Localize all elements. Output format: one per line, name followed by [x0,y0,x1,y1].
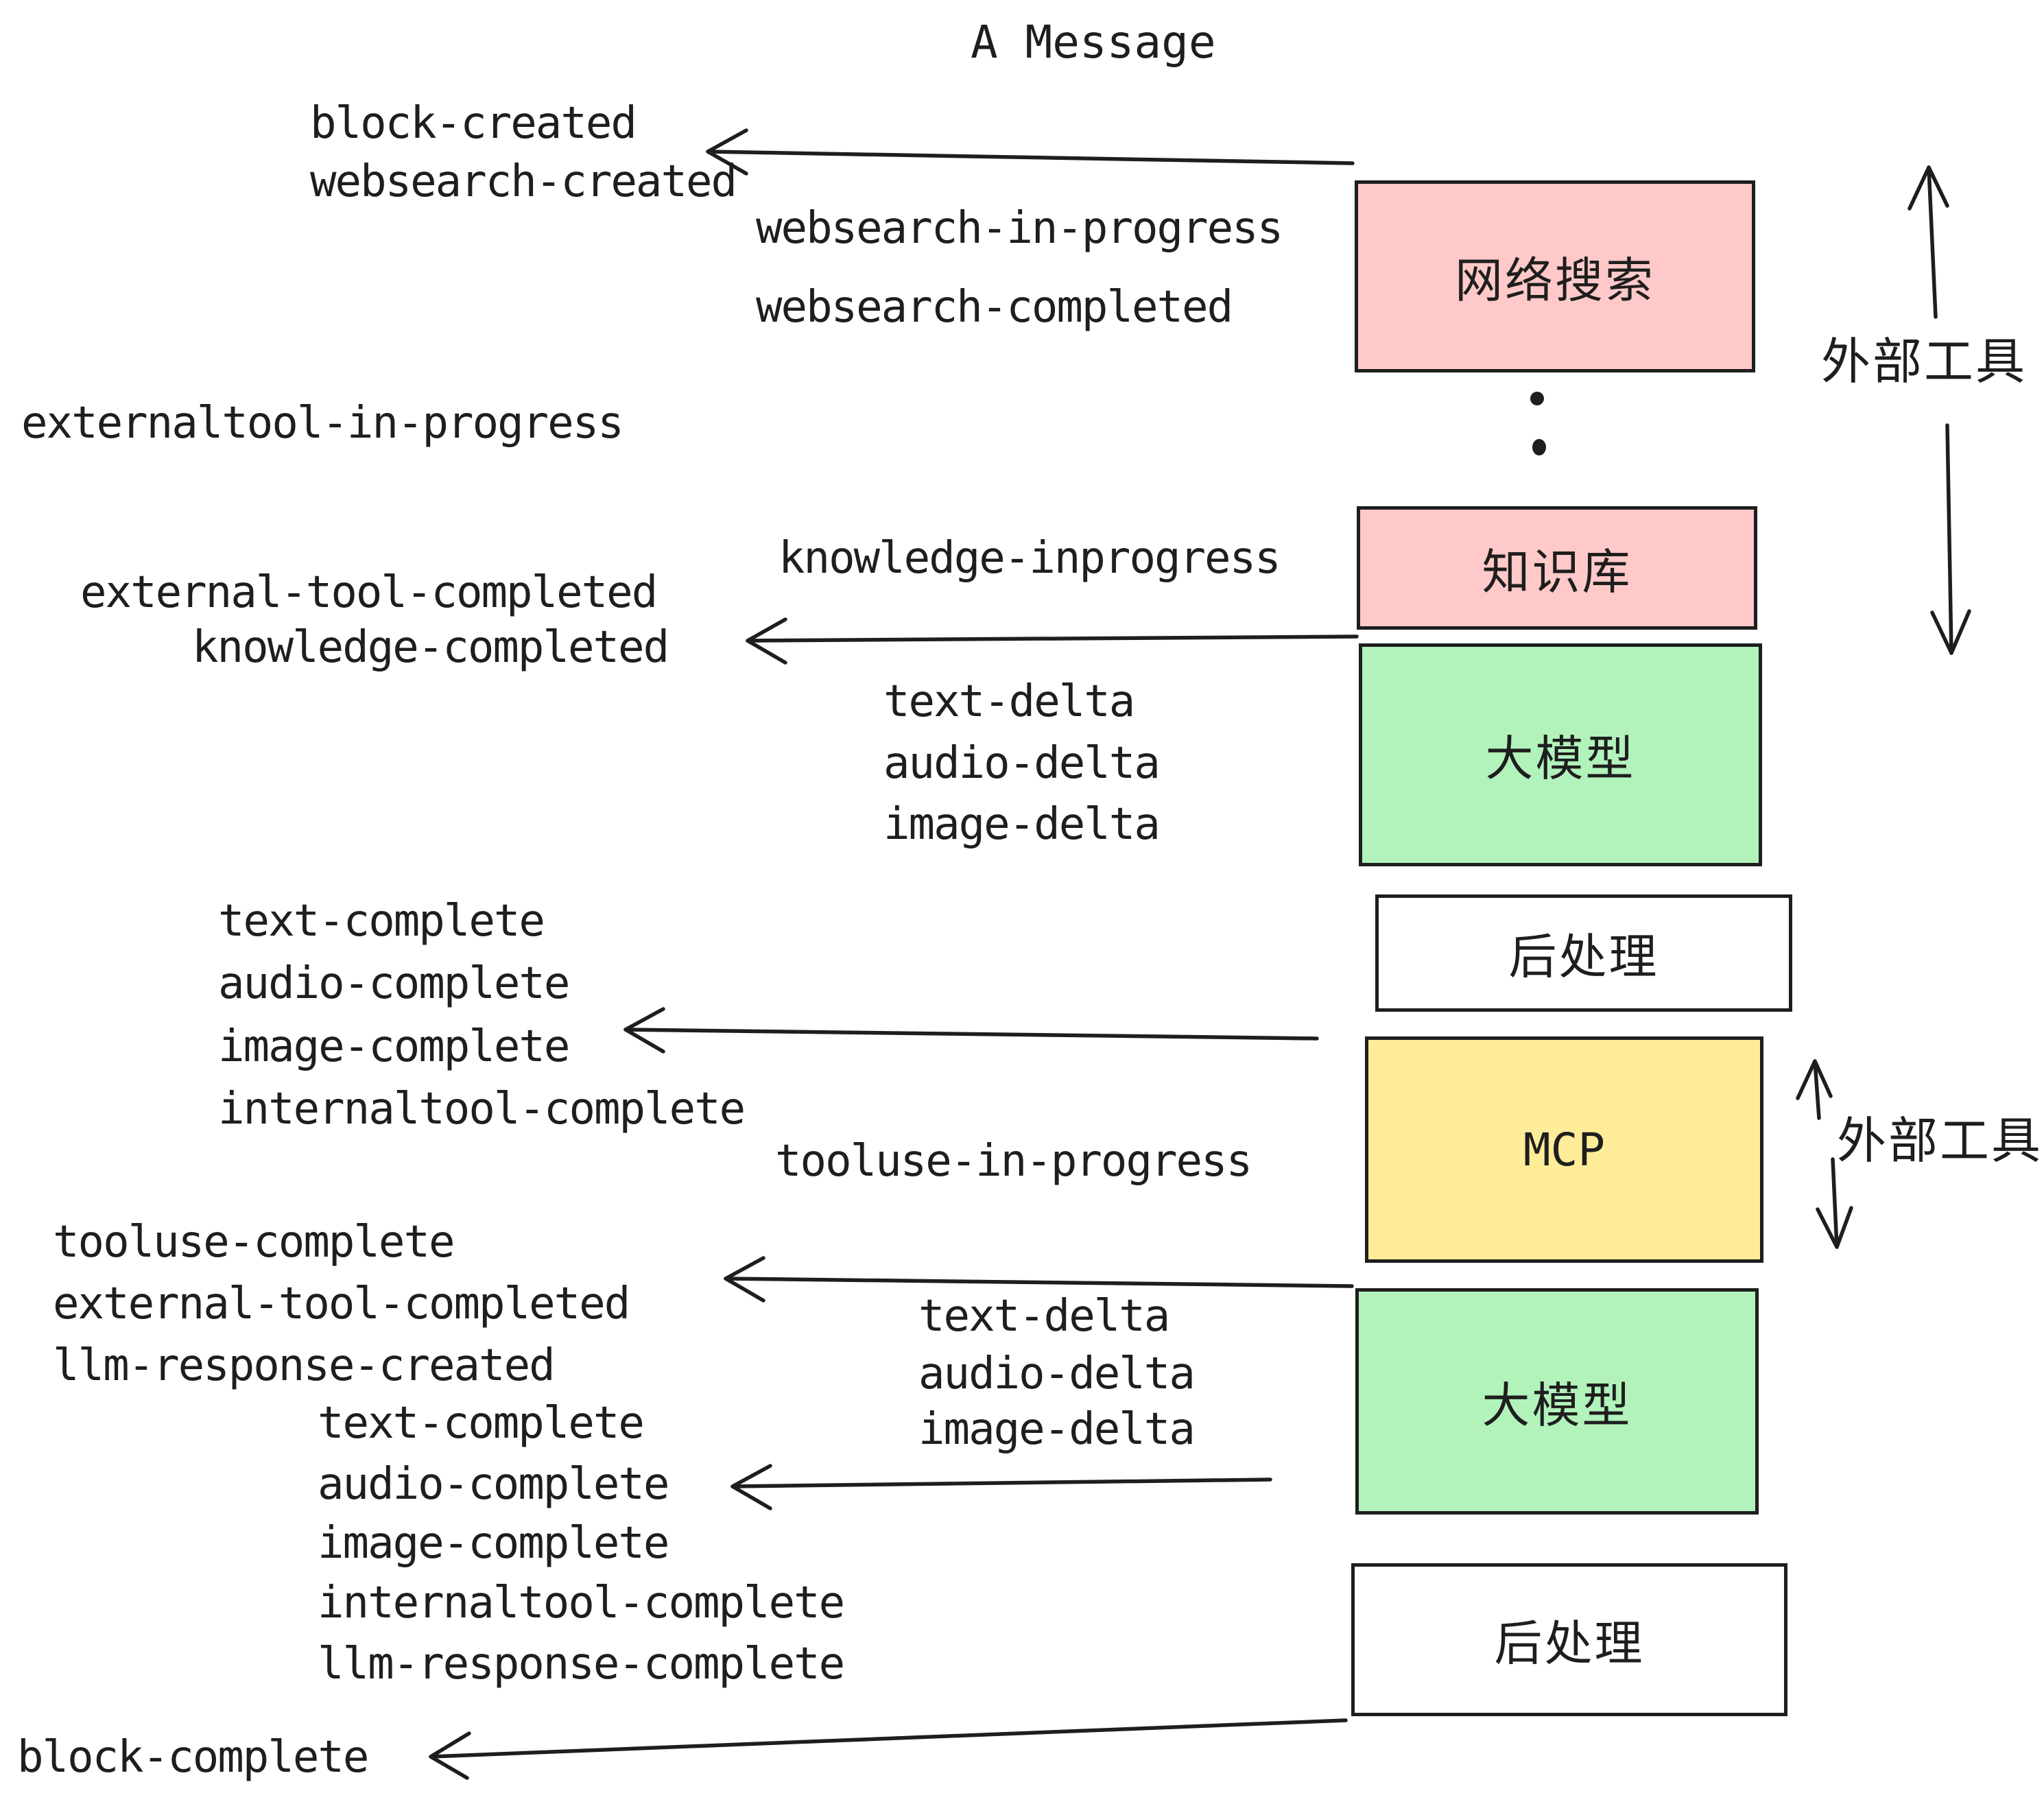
up-arrow-icon [1908,165,1949,319]
event-label-knowledge-completed: knowledge-completed [192,622,669,673]
event-label-block-created: block-created [310,98,637,149]
event-label-audio-complete: audio-complete [218,958,570,1009]
event-label-external-tool-completed: external-tool-completed [80,567,658,618]
event-label-text-delta-2: text-delta [918,1291,1170,1342]
node-websearch: 网络搜索 [1355,180,1755,372]
event-label-audio-delta-2: audio-delta [918,1349,1196,1399]
node-knowledge-base-label: 知识库 [1482,545,1632,599]
down-arrow-small-icon [1816,1157,1853,1249]
event-label-block-complete: block-complete [17,1732,369,1783]
arrow-to-knowledge-completed-icon [746,617,1359,665]
event-label-internaltool-complete: internaltool-complete [218,1084,746,1135]
event-label-llm-response-complete: llm-response-complete [318,1639,845,1689]
node-llm-2: 大模型 [1355,1288,1759,1515]
up-arrow-small-icon [1796,1059,1833,1120]
event-label-image-complete-2: image-complete [318,1518,669,1569]
node-knowledge-base: 知识库 [1357,506,1757,630]
event-label-llm-response-created: llm-response-created [53,1340,556,1391]
event-label-audio-complete-2: audio-complete [318,1459,669,1510]
event-label-websearch-in-progress: websearch-in-progress [756,203,1283,254]
event-label-websearch-created: websearch-created [310,156,737,207]
node-llm-1: 大模型 [1359,643,1762,866]
arrow-to-audio-complete-icon [730,1464,1272,1510]
event-label-tooluse-complete: tooluse-complete [53,1217,455,1268]
node-mcp-label: MCP [1523,1123,1606,1176]
node-llm-1-label: 大模型 [1485,732,1636,785]
event-label-image-complete: image-complete [218,1021,570,1072]
event-label-text-complete: text-complete [218,896,545,947]
event-label-text-delta: text-delta [883,676,1135,727]
arrow-to-websearch-created-icon [706,128,1355,176]
arrow-to-block-complete-icon [429,1718,1348,1780]
event-label-text-complete-2: text-complete [318,1398,645,1449]
event-label-external-tool-completed-2: external-tool-completed [53,1279,630,1329]
down-arrow-icon [1930,423,1971,655]
arrow-to-image-complete-icon [623,1007,1319,1054]
node-llm-2-label: 大模型 [1482,1378,1632,1432]
node-websearch-label: 网络搜索 [1455,253,1655,307]
event-label-image-delta-2: image-delta [918,1404,1196,1455]
node-postprocess-1: 后处理 [1375,894,1792,1012]
node-postprocess-1-label: 后处理 [1508,930,1659,984]
external-tools-label-mid: 外部工具 [1837,1114,2043,1169]
event-label-websearch-completed: websearch-completed [756,282,1233,333]
event-label-externaltool-in-progress: externaltool-in-progress [21,398,624,449]
event-label-knowledge-inprogress: knowledge-inprogress [779,533,1281,584]
node-mcp: MCP [1365,1036,1763,1263]
event-label-audio-delta: audio-delta [883,738,1161,789]
event-label-image-delta: image-delta [883,799,1161,850]
arrow-to-external-tool-completed-icon [724,1256,1354,1303]
node-postprocess-2-label: 后处理 [1494,1617,1645,1670]
event-label-internaltool-complete-2: internaltool-complete [318,1578,845,1628]
node-postprocess-2: 后处理 [1351,1563,1787,1716]
external-tools-label-top: 外部工具 [1821,335,2028,390]
page-title: A Message [971,16,1216,69]
event-label-tooluse-in-progress: tooluse-in-progress [775,1136,1252,1187]
